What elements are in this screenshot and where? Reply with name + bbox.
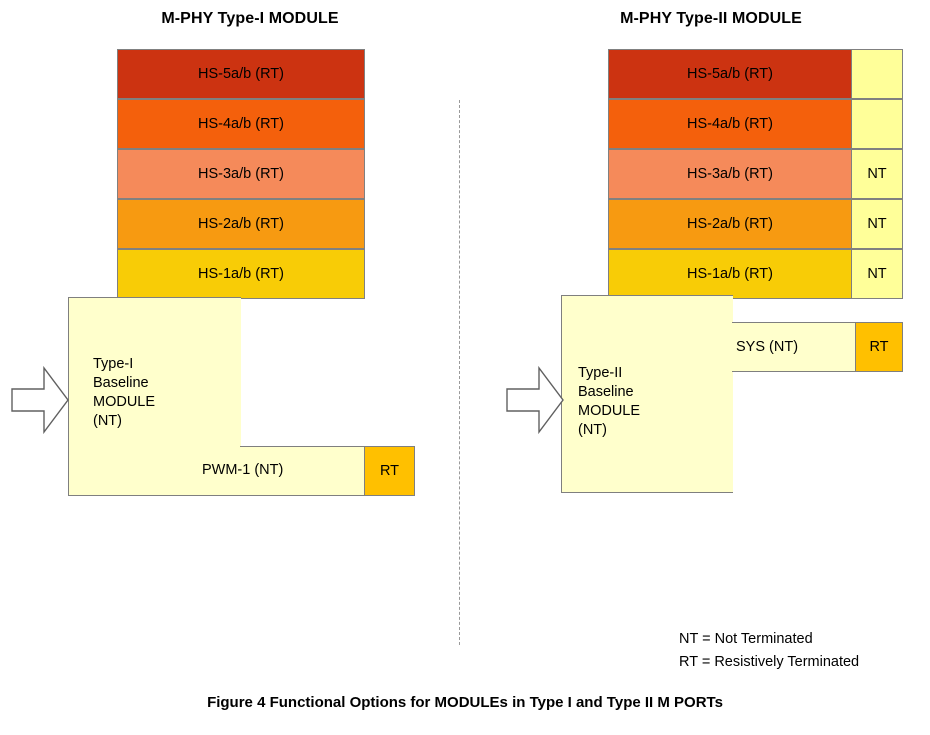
lane-label: HS-1a/b (RT) — [687, 266, 773, 282]
lane-row-hs4: HS-4a/b (RT) — [608, 99, 852, 149]
panel-divider — [459, 100, 460, 645]
lane-side-cell-hs2: NT — [851, 199, 903, 249]
lane-row-hs3: HS-3a/b (RT) — [608, 149, 852, 199]
lane-label: HS-3a/b (RT) — [687, 166, 773, 182]
lane-row-hs1: HS-1a/b (RT) — [608, 249, 852, 299]
arm-label-pwm1: PWM-1 (NT) — [202, 462, 284, 478]
input-arrow-type-i — [10, 365, 70, 435]
baseline-module-label-type-i: Type-I Baseline MODULE (NT) — [93, 356, 156, 429]
lane-side-cell-hs4 — [851, 99, 903, 149]
figure-caption: Figure 4 Functional Options for MODULEs … — [207, 694, 723, 711]
baseline-module-arm-type-i — [240, 446, 365, 496]
lane-row-hs2: HS-2a/b (RT) — [608, 199, 852, 249]
lane-label: HS-2a/b (RT) — [198, 216, 284, 232]
lane-side-label: NT — [867, 216, 887, 232]
legend-rt: RT = Resistively Terminated — [679, 654, 860, 670]
lane-side-cell-hs1: NT — [851, 249, 903, 299]
rt-label: RT — [869, 339, 889, 355]
baseline-seam-patch — [731, 323, 734, 371]
lane-side-cell-hs3: NT — [851, 149, 903, 199]
lane-side-label: NT — [867, 166, 887, 182]
lane-row-hs4: HS-4a/b (RT) — [117, 99, 365, 149]
lane-row-hs5: HS-5a/b (RT) — [608, 49, 852, 99]
baseline-module-label-type-ii: Type-II Baseline MODULE (NT) — [578, 365, 641, 438]
lane-row-hs1: HS-1a/b (RT) — [117, 249, 365, 299]
lane-side-label: NT — [867, 266, 887, 282]
baseline-module-body-type-i — [68, 297, 241, 496]
lane-row-hs5: HS-5a/b (RT) — [117, 49, 365, 99]
lane-label: HS-5a/b (RT) — [687, 66, 773, 82]
rt-label: RT — [379, 463, 400, 479]
arm-label-sys: SYS (NT) — [736, 339, 799, 355]
lane-label: HS-4a/b (RT) — [687, 116, 773, 132]
arm-terminator-rt-type-i: RT — [364, 446, 415, 496]
lane-side-cell-hs5 — [851, 49, 903, 99]
legend-nt: NT = Not Terminated — [679, 631, 813, 647]
lane-label: HS-5a/b (RT) — [198, 66, 284, 82]
baseline-seam-patch — [239, 447, 242, 495]
input-arrow-type-ii — [505, 365, 565, 435]
lane-label: HS-2a/b (RT) — [687, 216, 773, 232]
baseline-module-body-type-ii — [561, 295, 733, 493]
lane-label: HS-1a/b (RT) — [198, 266, 284, 282]
lane-row-hs3: HS-3a/b (RT) — [117, 149, 365, 199]
arm-terminator-rt-type-ii: RT — [855, 322, 903, 372]
baseline-module-arm-type-ii — [732, 322, 856, 372]
lane-label: HS-3a/b (RT) — [198, 166, 284, 182]
panel-title-type-i: M-PHY Type-I MODULE — [161, 10, 339, 27]
lane-label: HS-4a/b (RT) — [198, 116, 284, 132]
panel-title-type-ii: M-PHY Type-II MODULE — [620, 10, 802, 27]
lane-row-hs2: HS-2a/b (RT) — [117, 199, 365, 249]
